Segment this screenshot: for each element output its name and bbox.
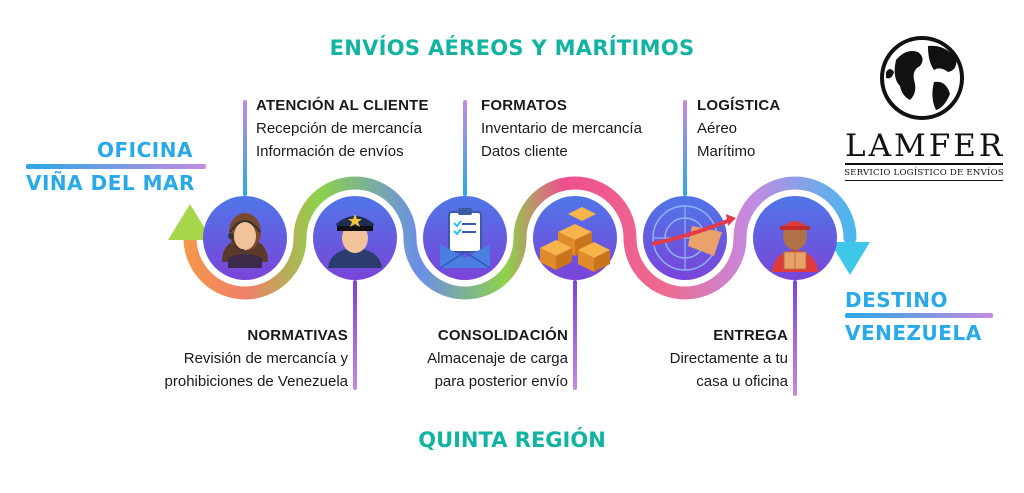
stage-title: ATENCIÓN AL CLIENTE (256, 97, 429, 114)
stage-logistics: LOGÍSTICA Aéreo Marítimo (697, 94, 780, 163)
logo-divider (845, 163, 1003, 165)
clipboard-envelope-icon (439, 208, 491, 269)
delivery-person-icon (772, 221, 818, 272)
destination-underline (845, 313, 993, 318)
stacked-boxes-icon (540, 207, 610, 272)
connector-bar-5 (683, 100, 687, 196)
logo-divider-bottom (845, 180, 1003, 181)
stage-line: Información de envíos (256, 143, 404, 160)
connector-bar-2 (353, 280, 357, 390)
connector-bar-6 (793, 280, 797, 396)
stage-line: Directamente a tu (669, 350, 788, 367)
connector-bar-3 (463, 100, 467, 196)
connector-bar-1 (243, 100, 247, 196)
header-title: ENVÍOS AÉREOS Y MARÍTIMOS (329, 36, 695, 60)
stage-formats: FORMATOS Inventario de mercancía Datos c… (481, 94, 642, 163)
globe-logo-icon (880, 36, 964, 120)
destination-line1: DESTINO (845, 288, 948, 312)
stage-line: Marítimo (697, 143, 756, 160)
stage-line: Almacenaje de carga (427, 350, 568, 367)
stage-line: casa u oficina (696, 373, 788, 390)
footer-title: QUINTA REGIÓN (418, 428, 606, 452)
stage-line: Aéreo (697, 120, 738, 137)
end-arrow-icon (830, 242, 870, 275)
logo-name: LAMFER (845, 128, 1006, 164)
stage-title: CONSOLIDACIÓN (437, 327, 568, 344)
stage-line: Revisión de mercancía y (183, 350, 348, 367)
origin-line1: OFICINA (97, 138, 193, 162)
connector-bar-4 (573, 280, 577, 390)
start-arrow-icon (168, 204, 212, 240)
stage-line: Recepción de mercancía (256, 120, 422, 137)
stage-line: para posterior envío (434, 373, 568, 390)
stage-title: NORMATIVAS (247, 327, 348, 344)
origin-underline (26, 164, 206, 169)
stage-line: prohibiciones de Venezuela (164, 373, 348, 390)
customs-officer-icon (328, 214, 382, 268)
origin-line2: VIÑA DEL MAR (26, 171, 195, 195)
stage-title: ENTREGA (713, 327, 788, 344)
stage-title: FORMATOS (481, 97, 568, 114)
stage-line: Datos cliente (481, 143, 568, 160)
stage-attention: ATENCIÓN AL CLIENTE Recepción de mercanc… (256, 94, 429, 163)
stage-delivery: ENTREGA Directamente a tu casa u oficina (670, 324, 788, 393)
stage-regulations: NORMATIVAS Revisión de mercancía y prohi… (165, 324, 348, 393)
flow-wave (183, 176, 857, 300)
logo-tagline: SERVICIO LOGÍSTICO DE ENVÍOS (844, 168, 1004, 178)
stage-title: LOGÍSTICA (697, 97, 781, 114)
stage-consolidation: CONSOLIDACIÓN Almacenaje de carga para p… (427, 324, 568, 393)
radar-plane-icon (651, 205, 736, 271)
destination-line2: VENEZUELA (845, 321, 982, 345)
call-center-agent-icon (222, 213, 268, 268)
stage-line: Inventario de mercancía (481, 120, 642, 137)
